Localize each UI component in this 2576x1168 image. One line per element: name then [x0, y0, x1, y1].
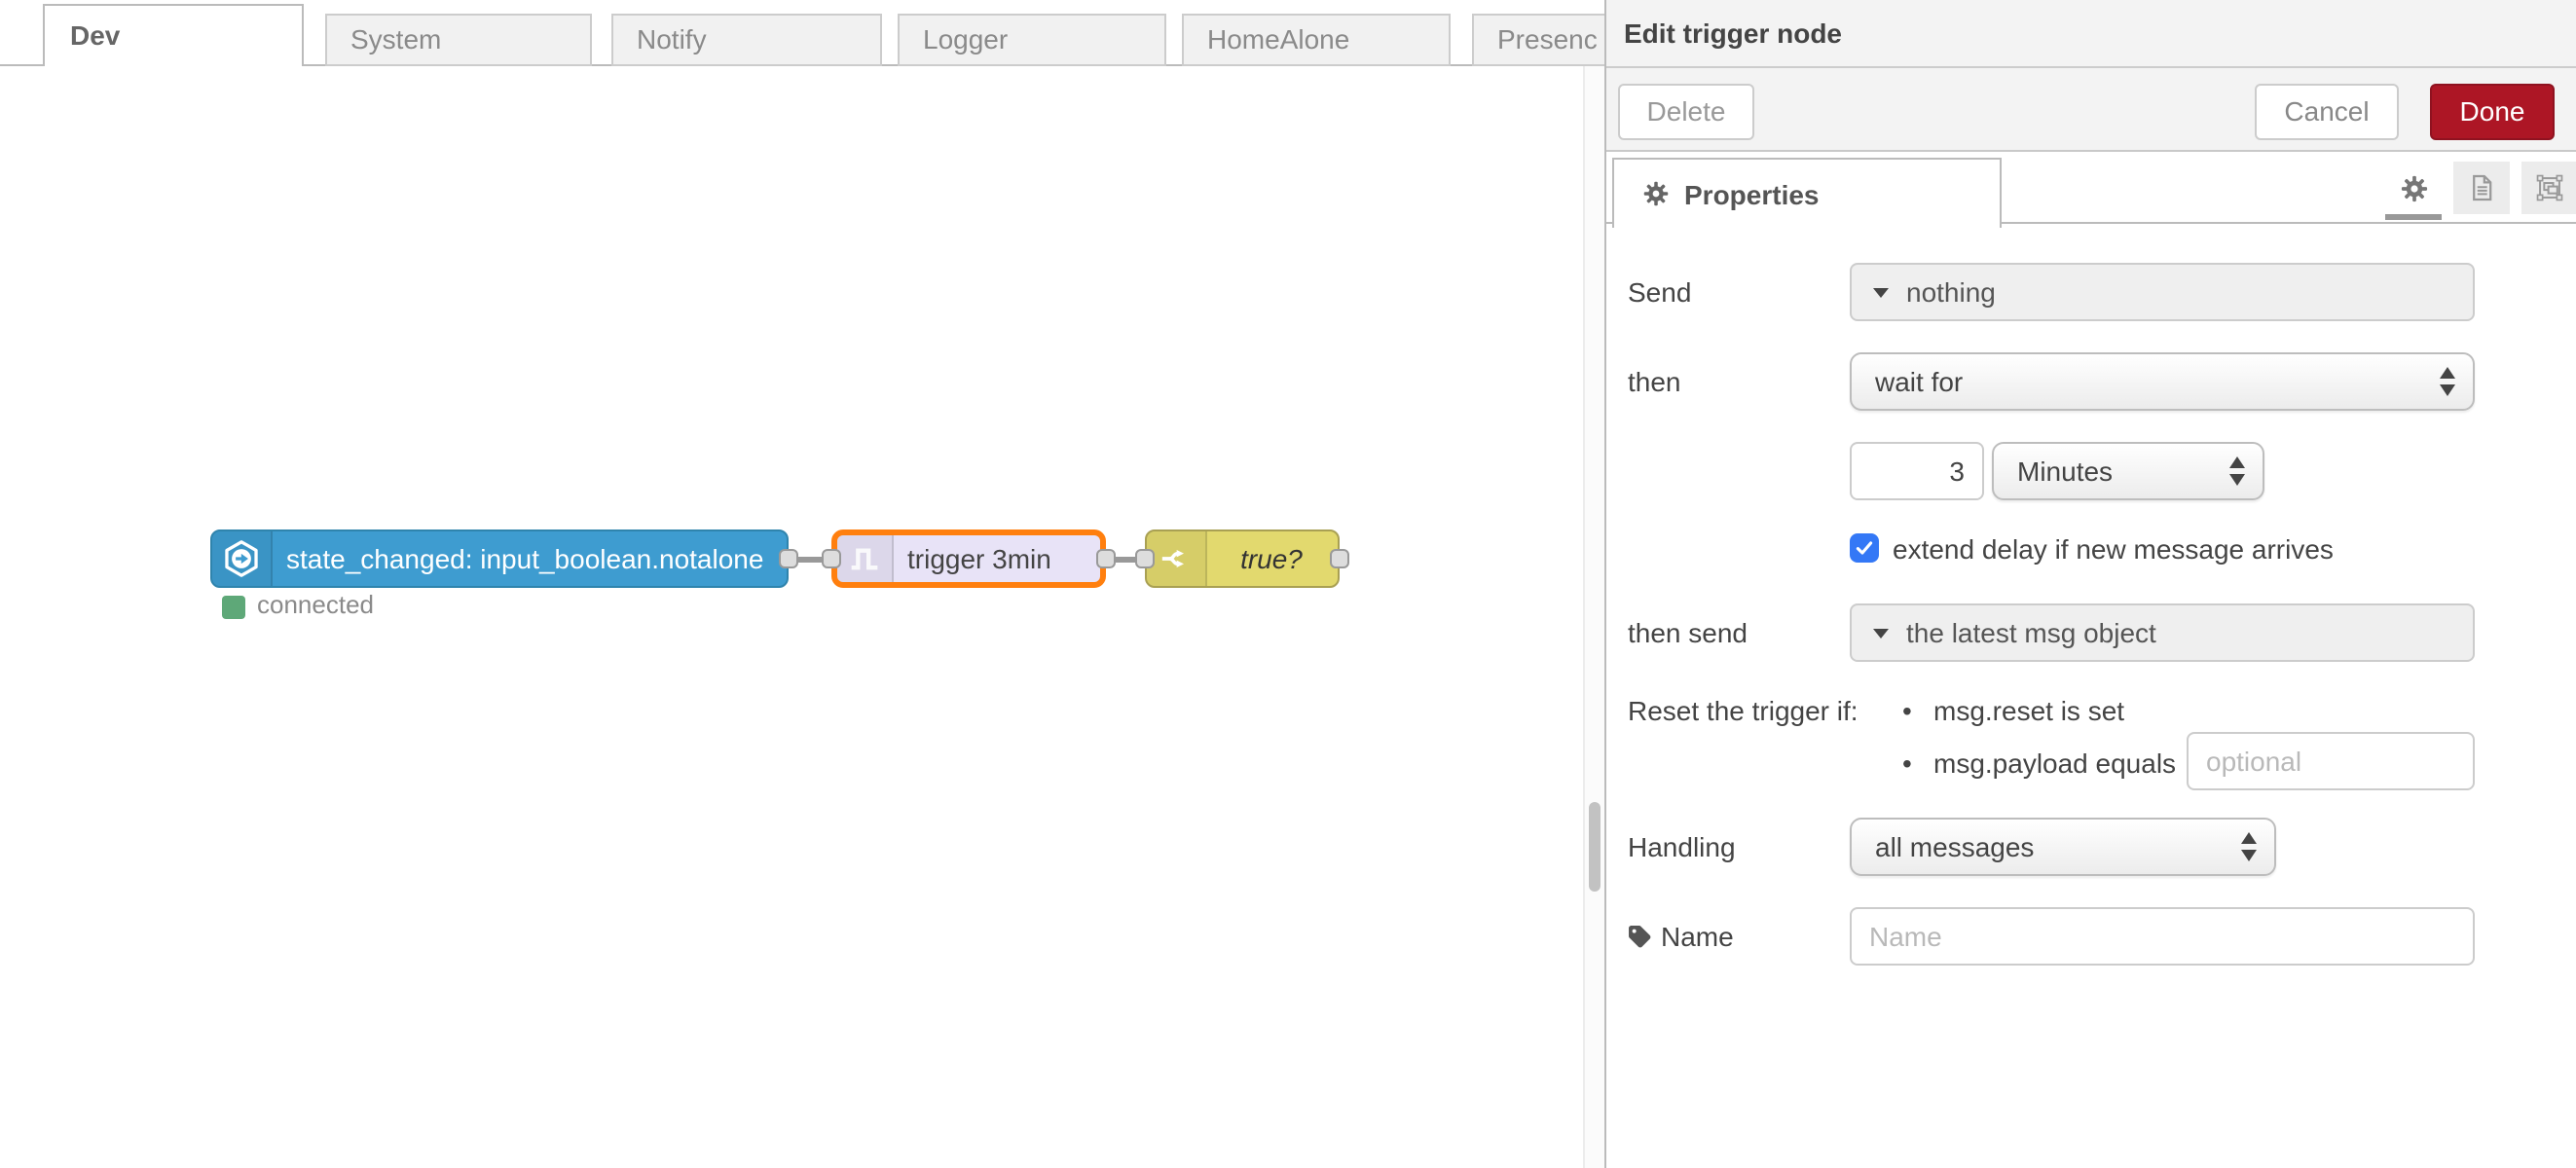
wire-trigger-to-switch[interactable]	[1104, 557, 1143, 563]
tab-system[interactable]: System	[325, 14, 592, 66]
document-icon	[2473, 174, 2492, 201]
handling-value: all messages	[1875, 831, 2035, 862]
wire-ha-to-trigger[interactable]	[787, 557, 829, 563]
status-connected-text: connected	[257, 590, 374, 619]
tab-presence[interactable]: Presenc	[1472, 14, 1604, 66]
port-trigger-output[interactable]	[1096, 549, 1116, 568]
tray-toolbar: Delete Cancel Done	[1606, 68, 2576, 152]
appearance-frame-icon	[2535, 174, 2562, 201]
node-trigger-3min[interactable]: trigger 3min	[831, 529, 1106, 588]
then-send-label: then send	[1628, 617, 1748, 648]
port-trigger-input[interactable]	[822, 549, 841, 568]
tag-icon	[1629, 926, 1651, 948]
send-value: nothing	[1906, 276, 1996, 308]
reset-condition-1: msg.reset is set	[1933, 695, 2125, 726]
tab-properties-label: Properties	[1684, 178, 1820, 209]
node-state-changed[interactable]: state_changed: input_boolean.notalone	[210, 529, 789, 588]
description-icon-button[interactable]	[2453, 162, 2510, 214]
cancel-button[interactable]: Cancel	[2255, 84, 2399, 140]
gear-icon	[2400, 174, 2427, 201]
edit-tray: Edit trigger node Delete Cancel Done	[1604, 0, 2576, 1168]
handling-label: Handling	[1628, 831, 1736, 862]
checkmark-icon	[1856, 541, 1873, 555]
tab-homealone[interactable]: HomeAlone	[1182, 14, 1451, 66]
properties-icon-button[interactable]	[2385, 162, 2442, 220]
bullet-icon: •	[1902, 695, 1912, 726]
tab-logger[interactable]: Logger	[898, 14, 1166, 66]
appearance-icon-button[interactable]	[2521, 162, 2576, 214]
delete-button[interactable]: Delete	[1618, 84, 1754, 140]
name-label: Name	[1661, 921, 1734, 952]
caret-down-icon	[1873, 628, 1889, 638]
status-connected-dot	[222, 596, 245, 619]
send-dropdown[interactable]: nothing	[1850, 263, 2475, 321]
then-label: then	[1628, 366, 1681, 397]
node-label: true?	[1240, 543, 1303, 574]
reset-payload-input[interactable]	[2187, 732, 2475, 790]
tab-properties[interactable]: Properties	[1612, 158, 2002, 228]
duration-unit-value: Minutes	[2017, 456, 2114, 487]
select-stepper-icon	[2229, 456, 2245, 486]
trigger-pulse-icon	[837, 535, 894, 582]
then-select[interactable]: wait for	[1850, 352, 2475, 411]
workspace-tab-bar: Dev System Notify Logger HomeAlone Prese…	[0, 0, 1604, 66]
home-assistant-icon	[212, 531, 273, 586]
extend-delay-checkbox[interactable]	[1850, 533, 1879, 563]
reset-trigger-label: Reset the trigger if:	[1628, 695, 1858, 726]
flow-canvas[interactable]: Dev System Notify Logger HomeAlone Prese…	[0, 0, 1604, 1168]
then-send-dropdown[interactable]: the latest msg object	[1850, 603, 2475, 662]
tab-notify[interactable]: Notify	[611, 14, 882, 66]
port-switch-input[interactable]	[1135, 549, 1155, 568]
tab-dev[interactable]: Dev	[43, 4, 304, 66]
editor-tab-bar: Properties	[1606, 152, 2576, 228]
bullet-icon: •	[1902, 748, 1912, 779]
done-button[interactable]: Done	[2430, 84, 2555, 140]
handling-select[interactable]: all messages	[1850, 818, 2276, 876]
port-switch-output[interactable]	[1330, 549, 1349, 568]
reset-condition-2: msg.payload equals	[1933, 748, 2177, 779]
port-ha-output[interactable]	[779, 549, 798, 568]
extend-delay-label: extend delay if new message arrives	[1893, 533, 2334, 565]
name-input[interactable]	[1850, 907, 2475, 966]
canvas-scrollbar-track[interactable]	[1583, 66, 1604, 1168]
select-stepper-icon	[2241, 832, 2257, 861]
send-label: Send	[1628, 276, 1692, 308]
tray-header: Edit trigger node	[1606, 0, 2576, 68]
switch-fork-icon	[1147, 531, 1207, 586]
caret-down-icon	[1873, 287, 1889, 297]
then-send-value: the latest msg object	[1906, 617, 2156, 648]
canvas-scrollbar-thumb[interactable]	[1589, 802, 1601, 892]
node-label: state_changed: input_boolean.notalone	[286, 543, 764, 574]
node-switch-true[interactable]: true?	[1145, 529, 1340, 588]
node-label: trigger 3min	[907, 543, 1051, 574]
duration-unit-select[interactable]: Minutes	[1992, 442, 2264, 500]
tray-title: Edit trigger node	[1624, 18, 1842, 49]
gear-icon	[1643, 181, 1669, 206]
then-value: wait for	[1875, 366, 1964, 397]
duration-input[interactable]	[1850, 442, 1984, 500]
select-stepper-icon	[2440, 367, 2455, 396]
